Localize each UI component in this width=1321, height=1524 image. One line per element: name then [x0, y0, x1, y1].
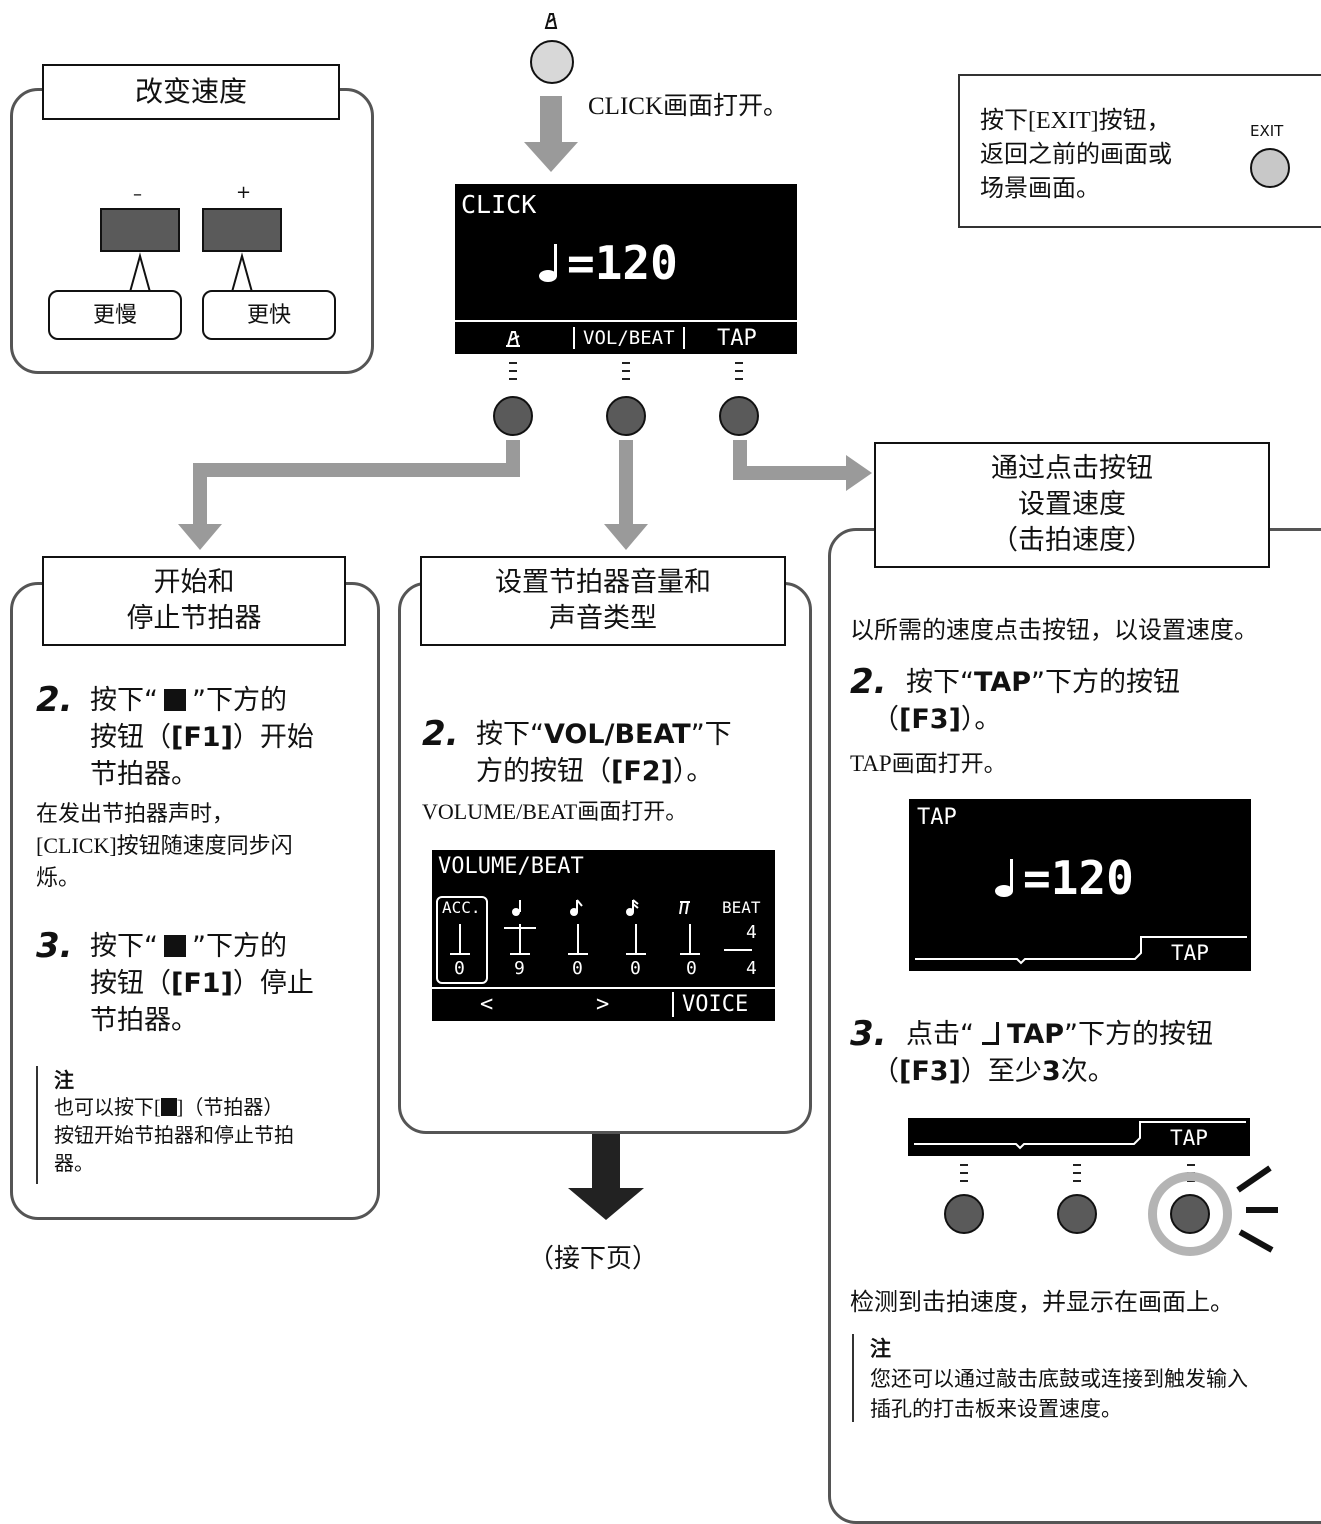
start-stop-panel	[10, 582, 380, 1220]
panel3-body2: 检测到击拍速度，并显示在画面上。	[850, 1290, 1234, 1316]
panel3-step3: 3. 点击“TAP”下方的按钮 （[F3]）至少3次。	[850, 1014, 1214, 1088]
vb-val-4: 0	[630, 958, 641, 979]
vb-val-2: 9	[514, 958, 525, 979]
softkey-line	[455, 320, 797, 322]
panel3-note: 注 您还可以通过敲击底鼓或连接到触发输入 插孔的打击板来设置速度。	[870, 1337, 1248, 1421]
click-tempo-value: =120	[567, 236, 678, 290]
f2-button[interactable]	[606, 396, 646, 436]
tempo-change-title: 改变速度	[42, 64, 340, 120]
f1-indicator	[509, 362, 517, 382]
click-button[interactable]	[530, 40, 574, 84]
panel3-body: TAP画面打开。	[850, 751, 1007, 776]
metronome-play-icon	[164, 689, 186, 711]
vb-col-acc-head: ACC.	[442, 898, 481, 917]
start-stop-title: 开始和 停止节拍器	[42, 556, 346, 646]
flow-arrows	[178, 96, 872, 1220]
metronome-icon	[541, 12, 561, 30]
vol-beat-title: 设置节拍器音量和 声音类型	[420, 556, 786, 646]
tap-note-icon	[982, 1022, 999, 1045]
vb-val-beat: 4	[746, 958, 757, 979]
click-screen: CLICK =120 VOL/BEAT TAP	[455, 184, 797, 354]
panel1-note: 注 也可以按下[]（节拍器） 按钮开始节拍器和停止节拍 器。	[54, 1068, 294, 1175]
panel2-body: VOLUME/BEAT画面打开。	[422, 799, 688, 824]
f2-indicator	[1073, 1164, 1081, 1184]
panel1-step2: 2. 按下“”下方的 按钮（[F1]）开始 节拍器。	[36, 680, 314, 791]
tap-f3-button[interactable]	[1170, 1194, 1210, 1234]
slower-label: 更慢	[48, 290, 182, 340]
vb-val-acc: 0	[454, 958, 465, 979]
key-callouts	[129, 252, 253, 293]
tap-f2-button[interactable]	[1057, 1194, 1097, 1234]
tempo-minus-button[interactable]	[100, 208, 180, 252]
exit-info-box	[958, 74, 1321, 228]
minus-label: –	[133, 184, 142, 205]
note-bar	[36, 1066, 38, 1184]
click-caption: CLICK画面打开。	[588, 93, 789, 120]
tap-screen-title: TAP	[917, 805, 957, 830]
softkey-vol-beat: VOL/BEAT	[573, 327, 685, 349]
quarter-note-icon	[993, 853, 1021, 899]
plus-label: +	[236, 182, 252, 203]
tap-bar-lines	[914, 1121, 1246, 1150]
tap-tempo-title: 通过点击按钮 设置速度 （击拍速度）	[874, 442, 1270, 568]
vb-level-bars	[432, 920, 775, 966]
vb-softkey-voice: VOICE	[672, 992, 748, 1017]
panel3-intro: 以所需的速度点击按钮，以设置速度。	[850, 618, 1258, 644]
panel2-step2: 2. 按下“VOL/BEAT”下 方的按钮（[F2]）。	[422, 714, 732, 788]
tap-tempo-value: =120	[1023, 851, 1134, 905]
volume-beat-screen: VOLUME/BEAT ACC. BEAT 4 0 9 0 0 0 4 < > …	[432, 850, 775, 1021]
vb-softkey-line	[432, 987, 775, 989]
vb-note-icons	[510, 898, 710, 918]
tap-highlight-ring	[1148, 1172, 1232, 1256]
f1-button[interactable]	[493, 396, 533, 436]
tempo-plus-button[interactable]	[202, 208, 282, 252]
faster-label: 更快	[202, 290, 336, 340]
f1-indicator	[960, 1164, 968, 1184]
click-screen-title: CLICK	[461, 190, 537, 219]
panel1-body: 在发出节拍器声时， [CLICK]按钮随速度同步闪 烁。	[36, 801, 293, 890]
vb-softkey-prev: <	[480, 992, 494, 1017]
exit-button[interactable]	[1250, 148, 1290, 188]
tap-screen: TAP =120 TAP	[909, 799, 1251, 971]
exit-text: 按下[EXIT]按钮， 返回之前的画面或 场景画面。	[980, 108, 1172, 202]
f2-indicator	[622, 362, 630, 382]
panel3-step2: 2. 按下“TAP”下方的按钮 （[F3]）。	[850, 662, 1181, 736]
tap-softkey: TAP	[1171, 941, 1209, 965]
metronome-icon	[160, 1098, 177, 1116]
exit-label: EXIT	[1250, 122, 1284, 140]
vb-val-5: 0	[686, 958, 697, 979]
vb-col-beat-head: BEAT	[722, 898, 761, 917]
vb-softkey-next: >	[596, 992, 610, 1017]
tap-flash-icon	[1236, 1165, 1278, 1253]
note-bar	[852, 1334, 854, 1422]
vb-beat-top: 4	[746, 922, 757, 943]
tap-tempo-panel	[828, 528, 1321, 1524]
next-page-label: （接下页）	[528, 1244, 659, 1274]
vb-title: VOLUME/BEAT	[438, 854, 584, 879]
tap-softkey-bar: TAP	[908, 1118, 1250, 1156]
quarter-note-icon	[537, 238, 565, 284]
vb-val-3: 0	[572, 958, 583, 979]
f3-button[interactable]	[719, 396, 759, 436]
f3-indicator	[735, 362, 743, 382]
metronome-icon	[503, 330, 525, 348]
softkey-tap: TAP	[717, 326, 757, 351]
tap-f1-button[interactable]	[944, 1194, 984, 1234]
metronome-stop-icon	[164, 935, 186, 957]
vb-selected-frame	[436, 896, 488, 984]
tap-softkey-lines	[909, 933, 1251, 967]
panel1-step3: 3. 按下“”下方的 按钮（[F1]）停止 节拍器。	[36, 926, 314, 1037]
tap-bar-softkey: TAP	[1170, 1126, 1208, 1150]
